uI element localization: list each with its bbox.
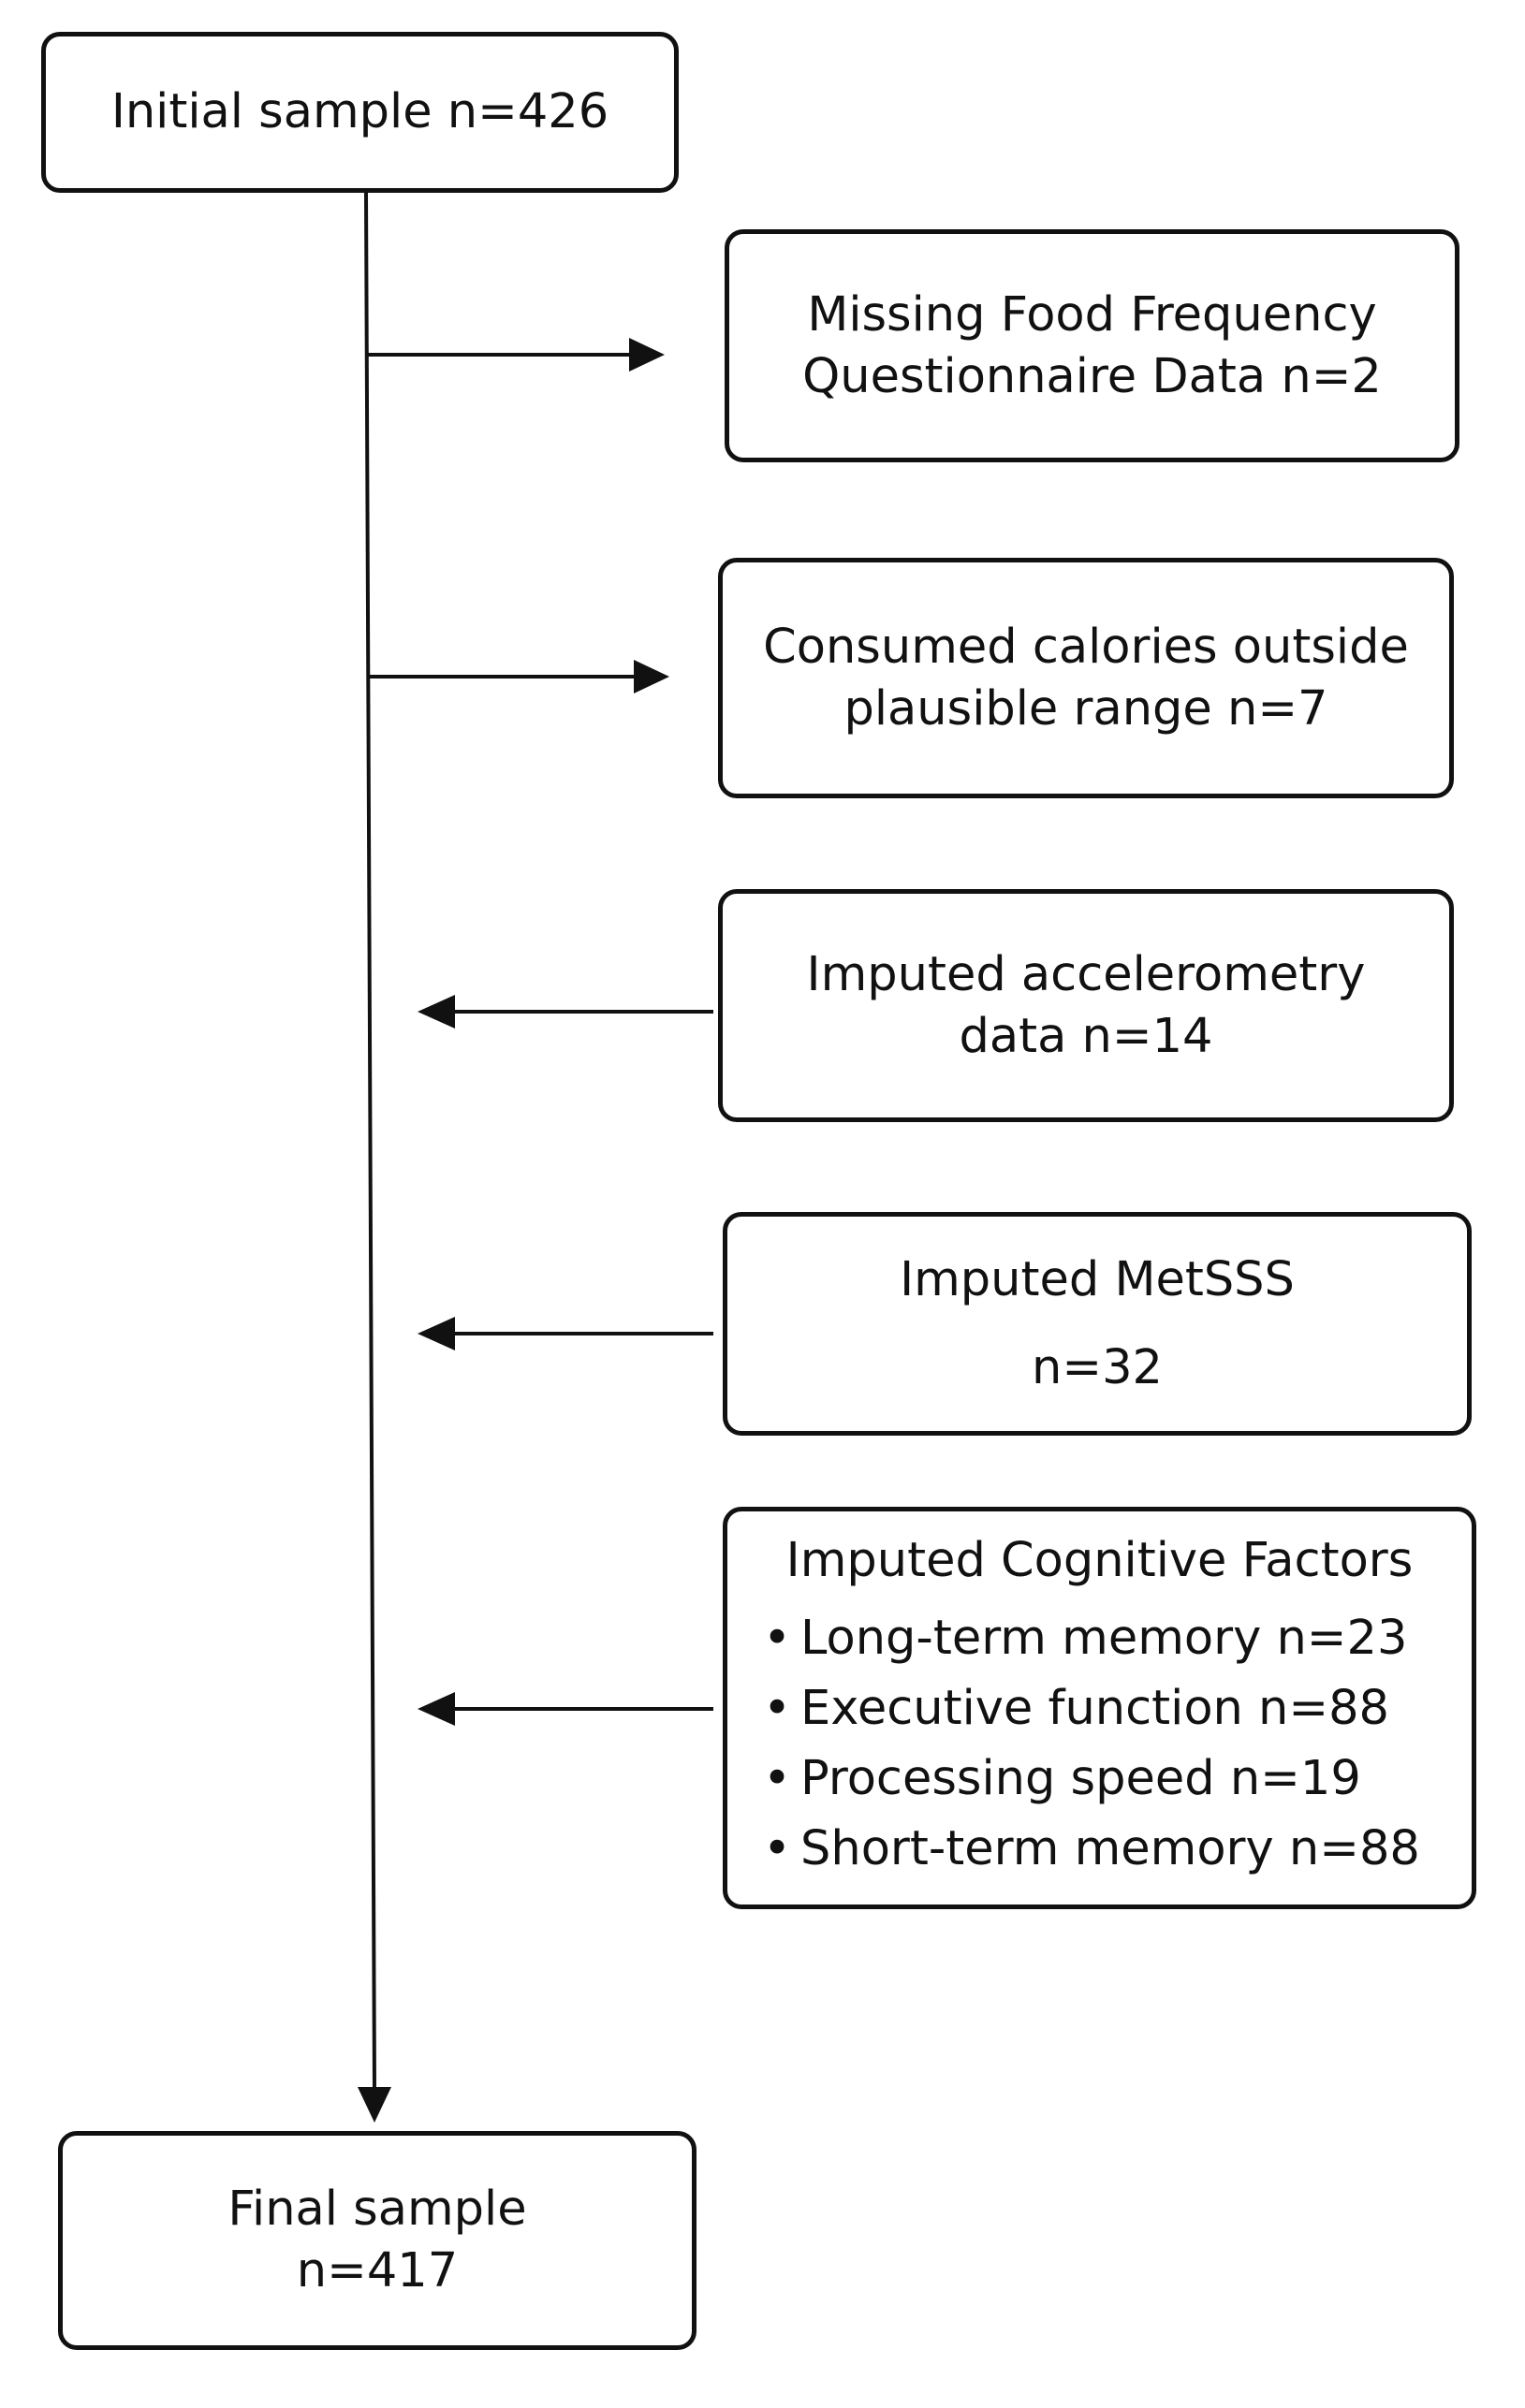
cognitive-factor-item: Short-term memory n=88 — [763, 1814, 1420, 1884]
calories-exclusion-arrowhead — [634, 660, 669, 693]
main-flow-arrowhead — [358, 2087, 391, 2123]
ffq-exclusion-arrowhead — [629, 338, 665, 372]
cognitive-factor-item: Long-term memory n=23 — [763, 1603, 1420, 1673]
metsss-line-2: n=32 — [1032, 1339, 1163, 1395]
final-sample-line-2: n=417 — [296, 2243, 459, 2299]
missing-ffq-line-1: Missing Food Frequency — [807, 286, 1377, 343]
final-sample-box: Final sample n=417 — [58, 2131, 697, 2350]
final-sample-line-1: Final sample — [227, 2182, 527, 2237]
cognitive-imputation-arrowhead — [418, 1692, 455, 1726]
calories-box: Consumed calories outside plausible rang… — [718, 558, 1454, 798]
accelerometry-line-2: data n=14 — [959, 1008, 1213, 1064]
accelerometry-line-1: Imputed accelerometry — [806, 946, 1366, 1002]
calories-line-2: plausible range n=7 — [843, 680, 1328, 737]
calories-line-1: Consumed calories outside — [763, 619, 1409, 675]
missing-ffq-box: Missing Food Frequency Questionnaire Dat… — [725, 229, 1459, 462]
cognitive-factor-item: Executive function n=88 — [763, 1673, 1420, 1744]
metsss-line-1: Imputed MetSSS — [900, 1251, 1295, 1307]
missing-ffq-line-2: Questionnaire Data n=2 — [802, 348, 1382, 404]
metsss-box: Imputed MetSSS n=32 — [723, 1212, 1472, 1436]
cognitive-factor-item: Processing speed n=19 — [763, 1744, 1420, 1814]
cognitive-factors-title: Imputed Cognitive Factors — [785, 1533, 1414, 1588]
cognitive-factors-box: Imputed Cognitive Factors Long-term memo… — [723, 1507, 1476, 1909]
initial-sample-label: Initial sample n=426 — [110, 84, 609, 139]
initial-sample-box: Initial sample n=426 — [41, 32, 679, 193]
accelerometry-box: Imputed accelerometry data n=14 — [718, 889, 1454, 1122]
accelerometry-imputation-arrowhead — [418, 995, 455, 1029]
cognitive-factors-list: Long-term memory n=23 Executive function… — [727, 1603, 1420, 1884]
main-flow-line — [364, 192, 376, 2090]
metsss-imputation-arrowhead — [418, 1317, 455, 1350]
